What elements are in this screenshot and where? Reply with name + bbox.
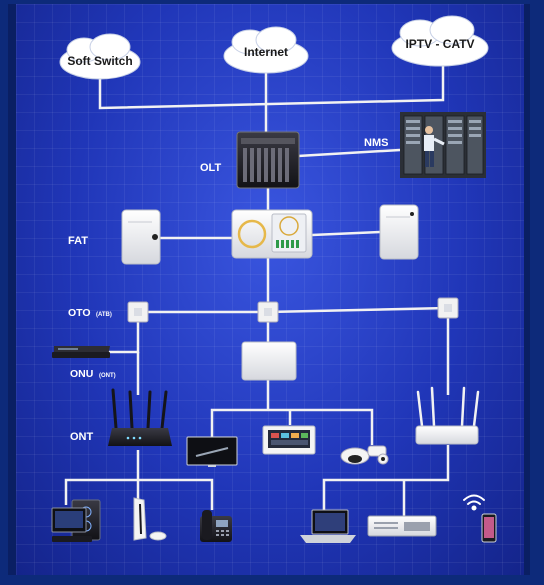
oto-socket-center-icon bbox=[257, 301, 279, 323]
connection-lines bbox=[64, 66, 450, 516]
cloud-label-soft-switch: Soft Switch bbox=[67, 54, 132, 68]
onu-label: ONU bbox=[70, 368, 93, 380]
smart-tv-icon bbox=[186, 436, 238, 467]
fat-box-right-icon bbox=[379, 204, 419, 260]
fat-box-left-icon bbox=[121, 209, 161, 265]
server-appliance-icon bbox=[367, 515, 437, 537]
ont-label: ONT bbox=[70, 431, 94, 443]
laptop-icon bbox=[300, 509, 356, 543]
technician-figure-icon bbox=[424, 126, 445, 167]
wifi-icon bbox=[463, 494, 485, 511]
cloud-soft-switch: Soft Switch bbox=[59, 33, 141, 80]
cloud-label-iptv-catv: IPTV - CATV bbox=[405, 37, 474, 51]
security-cameras-icon bbox=[340, 445, 389, 465]
oto-label: OTO bbox=[68, 307, 91, 319]
ont-router-white-icon bbox=[415, 386, 480, 445]
nms-server-racks-icon bbox=[400, 112, 486, 178]
ip-phone-icon bbox=[200, 510, 232, 542]
onu-sublabel: (ONT) bbox=[99, 373, 116, 379]
nms-label: NMS bbox=[364, 137, 388, 149]
ont-router-black-icon bbox=[108, 388, 172, 446]
smartphone-icon bbox=[481, 513, 497, 543]
olt-chassis-icon bbox=[236, 131, 300, 189]
onu-white-box-icon bbox=[241, 341, 297, 381]
onu-device-icon bbox=[52, 346, 110, 358]
game-console-icon bbox=[133, 497, 167, 541]
cloud-iptv-catv: IPTV - CATV bbox=[391, 15, 489, 67]
cloud-label-internet: Internet bbox=[244, 45, 288, 59]
oto-socket-right-icon bbox=[437, 297, 459, 319]
cloud-internet: Internet bbox=[223, 26, 309, 74]
olt-label: OLT bbox=[200, 162, 221, 174]
gaming-pc-icon bbox=[51, 499, 101, 542]
oto-socket-left-icon bbox=[127, 301, 149, 323]
splitter-box-icon bbox=[231, 209, 313, 259]
fat-label: FAT bbox=[68, 235, 88, 247]
iptv-stb-screen-icon bbox=[262, 425, 316, 455]
oto-sublabel: (ATB) bbox=[96, 312, 112, 318]
